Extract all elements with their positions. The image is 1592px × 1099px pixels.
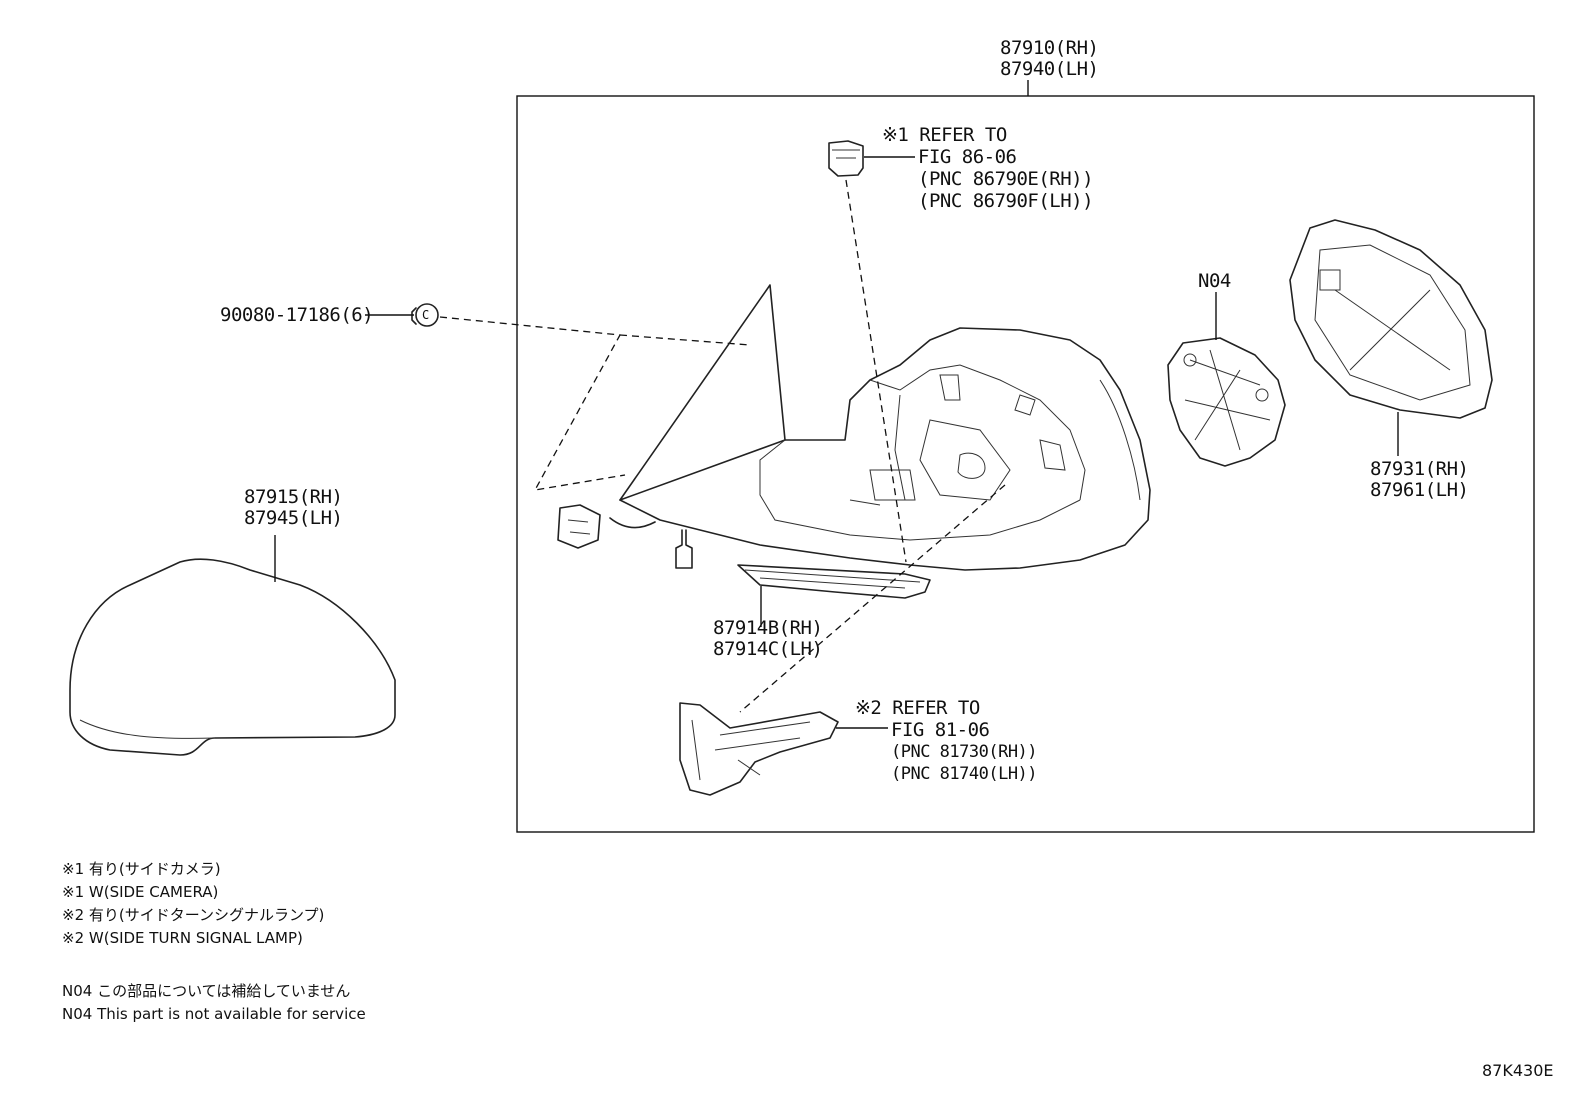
note-2-en: ※2 W(SIDE TURN SIGNAL LAMP) <box>62 929 303 947</box>
note-1-jp: ※1 有り(サイドカメラ) <box>62 860 221 878</box>
camera-pnc-lh: (PNC 86790F(LH)) <box>918 190 1094 212</box>
note-1-en: ※1 W(SIDE CAMERA) <box>62 883 219 901</box>
mirror-cover-part[interactable] <box>69 558 396 756</box>
camera-refer-line2: FIG 86-06 <box>918 146 1017 168</box>
turn-lamp-part[interactable] <box>679 702 839 796</box>
lamp-pnc-lh: (PNC 81740(LH)) <box>891 764 1038 784</box>
lamp-pnc-rh: (PNC 81730(RH)) <box>891 742 1038 762</box>
cover-label-rh: 87915(RH) <box>244 486 343 508</box>
note-2-jp: ※2 有り(サイドターンシグナルランプ) <box>62 906 325 924</box>
camera-refer-line1: ※1 REFER TO <box>882 124 1007 146</box>
clip-dashed-path-2 <box>619 334 751 346</box>
mirror-glass-label-rh: 87931(RH) <box>1370 458 1469 480</box>
mirror-housing-part[interactable] <box>557 284 1151 571</box>
mirror-glass-label-lh: 87961(LH) <box>1370 479 1469 501</box>
lamp-refer-line1: ※2 REFER TO <box>855 697 980 719</box>
camera-dashed-path <box>845 179 907 563</box>
lamp-dashed-path <box>739 484 1006 713</box>
figure-code: 87K430E <box>1482 1061 1554 1080</box>
lower-cover-label-rh: 87914B(RH) <box>713 617 823 639</box>
lamp-refer-line2: FIG 81-06 <box>891 719 990 741</box>
cover-label-lh: 87945(LH) <box>244 507 343 529</box>
assembly-label-lh: 87940(LH) <box>1000 58 1099 80</box>
clip-part[interactable] <box>411 303 439 327</box>
clip-symbol: C <box>422 308 429 322</box>
lower-cover-part[interactable] <box>737 564 931 599</box>
clip-label: 90080-17186(6) <box>220 304 374 326</box>
mirror-glass-part[interactable] <box>1289 219 1493 419</box>
camera-part[interactable] <box>828 140 864 177</box>
n04-note-en: N04 This part is not available for servi… <box>62 1005 366 1023</box>
n04-part[interactable] <box>1167 337 1286 467</box>
camera-pnc-rh: (PNC 86790E(RH)) <box>918 168 1094 190</box>
n04-note-jp: N04 この部品については補給していません <box>62 982 351 1000</box>
n04-label: N04 <box>1198 270 1231 292</box>
clip-dashed-path <box>439 316 626 491</box>
assembly-frame <box>516 95 1535 833</box>
lower-cover-label-lh: 87914C(LH) <box>713 638 823 660</box>
assembly-label-rh: 87910(RH) <box>1000 37 1099 59</box>
